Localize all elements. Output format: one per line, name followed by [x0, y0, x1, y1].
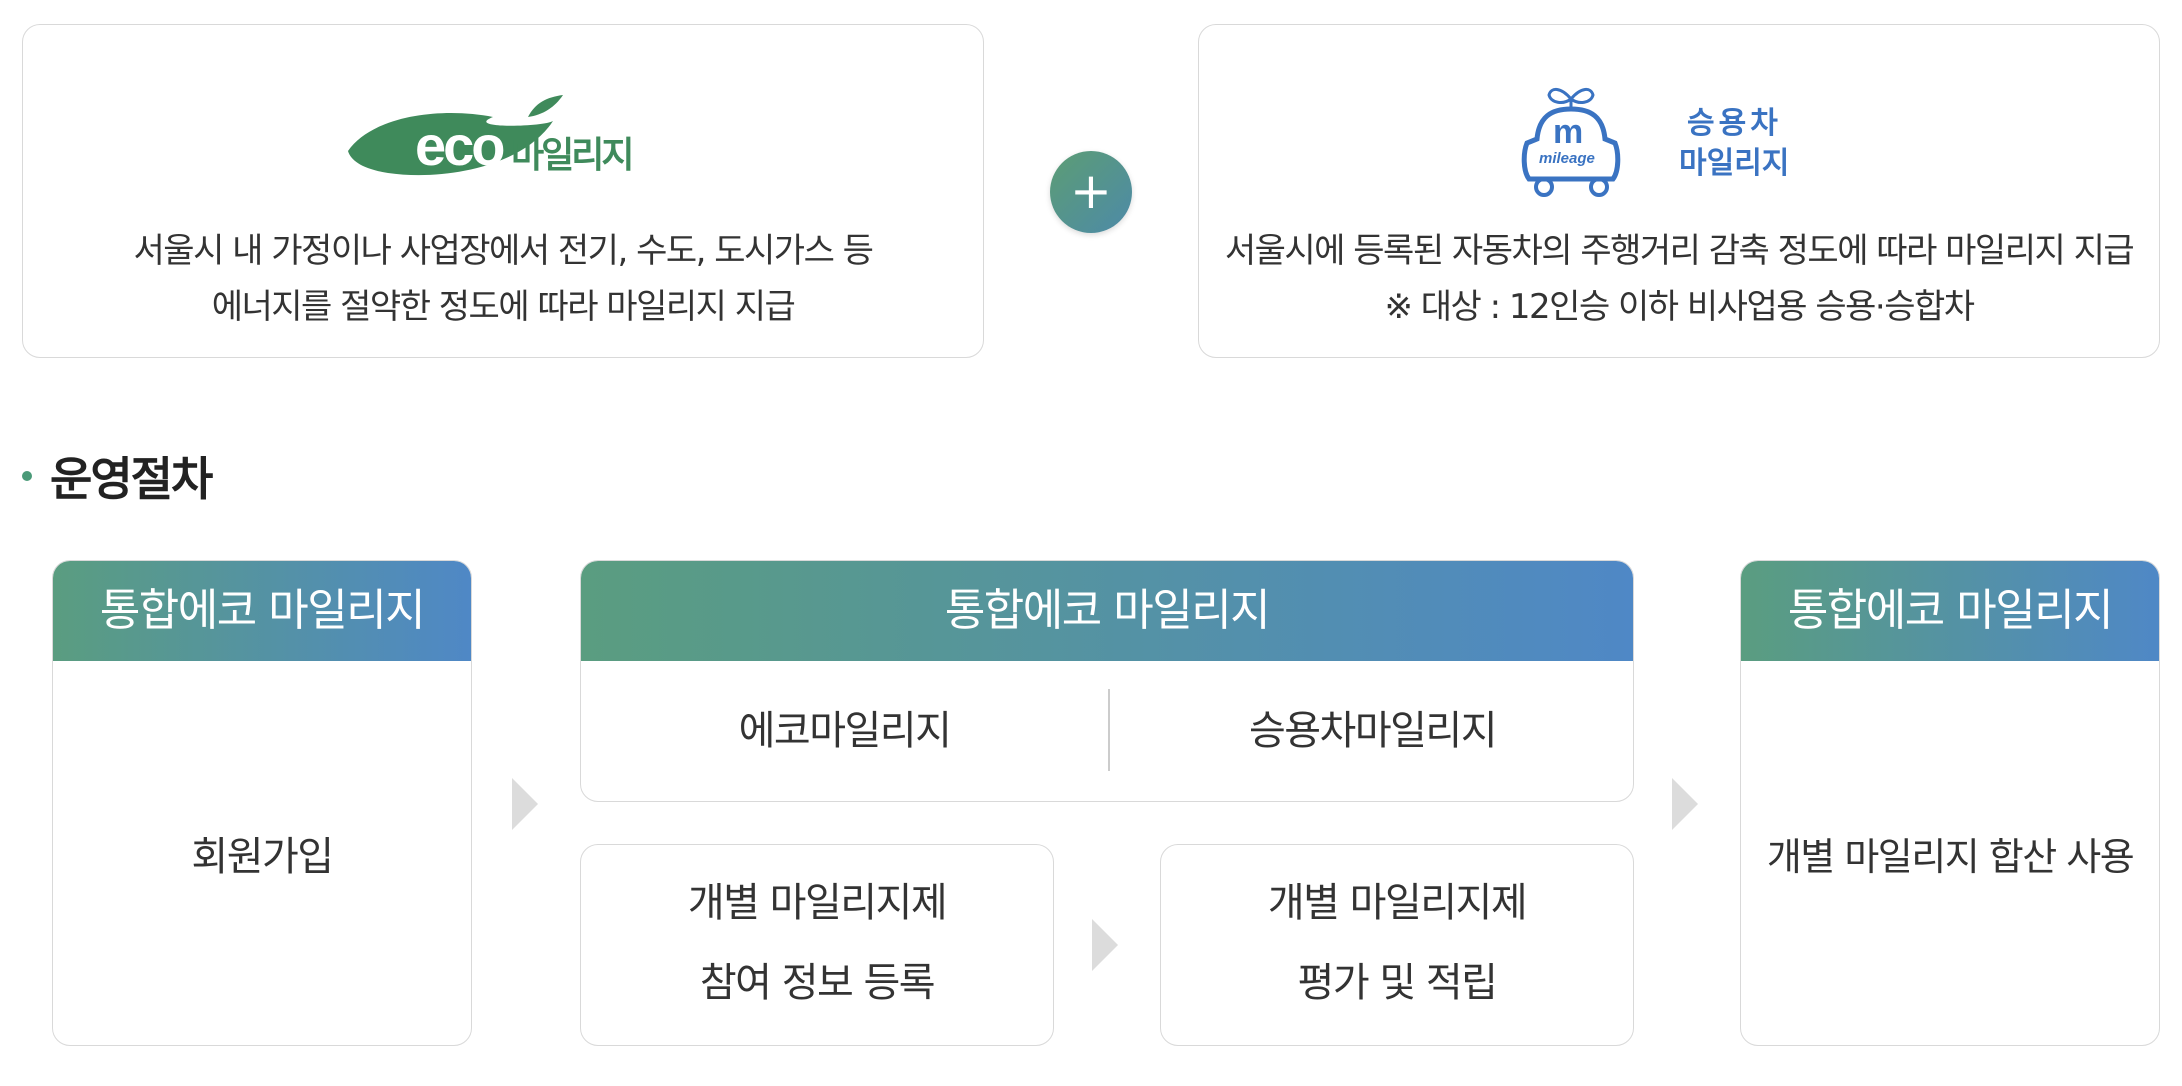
step-register-header: 통합에코 마일리지 — [581, 561, 1633, 661]
svg-text:m: m — [1553, 113, 1583, 151]
svg-text:마일리지: 마일리지 — [511, 135, 631, 176]
step-usage-label: 개별 마일리지 합산 사용 — [1766, 835, 2135, 879]
car-mileage-column: 승용차마일리지 — [1248, 708, 1498, 754]
plus-icon: + — [1050, 151, 1132, 233]
arrow-right-icon — [1092, 919, 1118, 971]
step-signup-box: 통합에코 마일리지 회원가입 — [52, 560, 472, 1046]
step-signup-label: 회원가입 — [191, 834, 334, 880]
arrow-right-icon — [512, 778, 538, 830]
section-title: 운영절차 — [22, 446, 213, 506]
car-mileage-logo: mileage m 승용차 마일리지 — [1199, 77, 2159, 207]
step-register-box: 통합에코 마일리지 에코마일리지 승용차마일리지 — [580, 560, 1634, 802]
svg-text:eco: eco — [415, 114, 504, 177]
step-signup-header: 통합에코 마일리지 — [53, 561, 471, 661]
svg-text:승용차: 승용차 — [1687, 106, 1782, 141]
bullet-icon — [22, 471, 32, 481]
step-usage-header: 통합에코 마일리지 — [1741, 561, 2159, 661]
car-mileage-card: mileage m 승용차 마일리지 서울시에 등록된 자동차의 주행거리 감축… — [1198, 24, 2160, 358]
eco-mileage-card: eco 마일리지 서울시 내 가정이나 사업장에서 전기, 수도, 도시가스 등… — [22, 24, 984, 358]
register-info-box: 개별 마일리지제 참여 정보 등록 — [580, 844, 1054, 1046]
column-divider — [1108, 689, 1110, 771]
step-usage-box: 통합에코 마일리지 개별 마일리지 합산 사용 — [1740, 560, 2160, 1046]
evaluation-box: 개별 마일리지제 평가 및 적립 — [1160, 844, 1634, 1046]
svg-text:마일리지: 마일리지 — [1679, 146, 1789, 181]
car-mileage-description: 서울시에 등록된 자동차의 주행거리 감축 정도에 따라 마일리지 지급 ※ 대… — [1224, 231, 2135, 327]
eco-mileage-logo: eco 마일리지 — [23, 77, 983, 207]
svg-text:mileage: mileage — [1539, 150, 1595, 167]
eco-mileage-description: 서울시 내 가정이나 사업장에서 전기, 수도, 도시가스 등 에너지를 절약한… — [133, 231, 874, 327]
arrow-right-icon — [1672, 778, 1698, 830]
eco-mileage-column: 에코마일리지 — [738, 708, 952, 754]
